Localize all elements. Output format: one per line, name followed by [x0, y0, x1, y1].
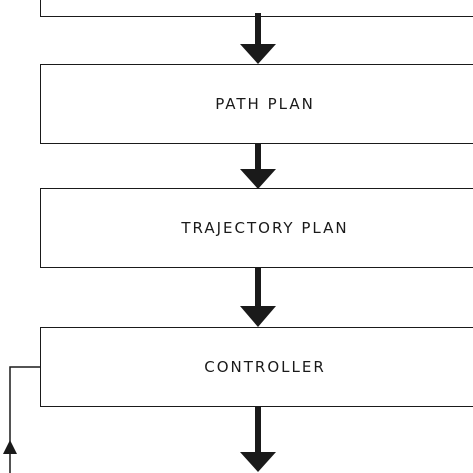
controller-label: CONTROLLER: [204, 358, 326, 376]
feedback-line: [3, 366, 40, 473]
arrow-path-plan-to-trajectory-plan: [240, 144, 276, 189]
arrow-top-to-path-plan: [240, 13, 276, 64]
feedback-arrowhead: [3, 440, 17, 454]
controller-block: CONTROLLER: [40, 327, 473, 407]
trajectory-plan-label: TRAJECTORY PLAN: [181, 219, 349, 237]
path-plan-label: PATH PLAN: [215, 95, 315, 113]
arrow-trajectory-plan-to-controller: [240, 267, 276, 327]
trajectory-plan-block: TRAJECTORY PLAN: [40, 188, 473, 268]
path-plan-block: PATH PLAN: [40, 64, 473, 144]
arrow-controller-to-next: [240, 406, 276, 472]
